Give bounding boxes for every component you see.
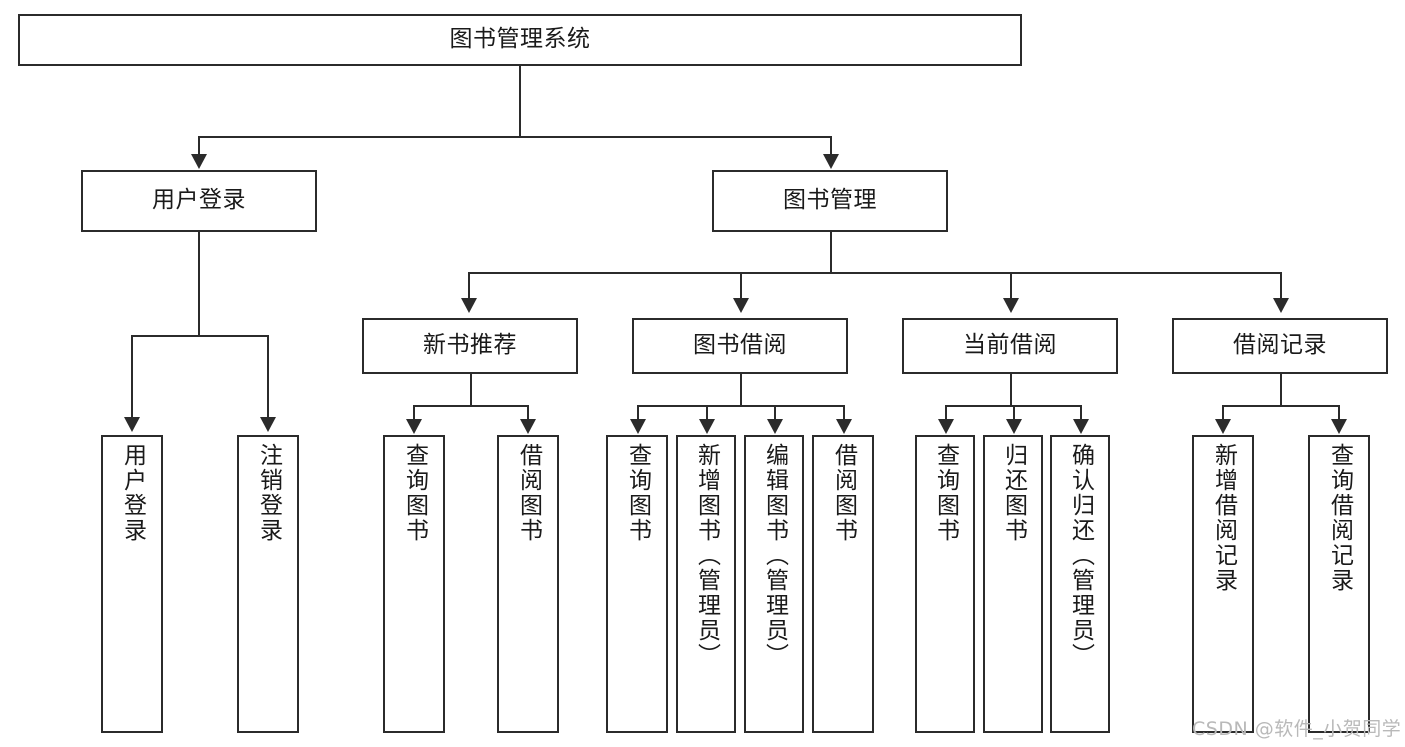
node-user-login[interactable]: 用户登录	[81, 170, 317, 232]
arrow-to-book-management	[823, 154, 839, 169]
watermark-text: CSDN @软件_小贺同学	[1192, 718, 1402, 740]
connector-to-new-book-recommend	[468, 272, 470, 298]
arrow-cb-child-2	[1006, 419, 1022, 434]
arrow-br-child-2	[1331, 419, 1347, 434]
node-label: 图书借阅	[693, 332, 787, 359]
arrow-to-borrow-record	[1273, 298, 1289, 313]
node-label: 查询借阅记录	[1326, 443, 1353, 593]
connector-nbr-child-1	[413, 405, 415, 419]
node-label: 用户登录	[119, 443, 146, 543]
arrow-nbr-child-1	[406, 419, 422, 434]
connector-cb-child-3	[1080, 405, 1082, 419]
node-label: 查询图书	[624, 443, 651, 543]
connector-new-book-recommend-stem	[470, 374, 472, 405]
connector-borrow-record-bus	[1222, 405, 1338, 407]
arrow-bb-child-1	[630, 419, 646, 434]
connector-root-stem	[519, 66, 521, 136]
node-leaf-br-add-record[interactable]: 新增借阅记录	[1192, 435, 1254, 733]
node-book-management[interactable]: 图书管理	[712, 170, 948, 232]
node-borrow-record[interactable]: 借阅记录	[1172, 318, 1388, 374]
connector-current-borrow-bus	[945, 405, 1080, 407]
connector-user-login-child-2	[267, 335, 269, 417]
node-leaf-cb-return-book[interactable]: 归还图书	[983, 435, 1043, 733]
node-leaf-logout[interactable]: 注销登录	[237, 435, 299, 733]
node-label: 借阅图书	[830, 443, 857, 543]
node-label: 确认归还（管理员）	[1067, 443, 1094, 668]
connector-to-borrow-record	[1280, 272, 1282, 298]
connector-bb-child-3	[774, 405, 776, 419]
node-leaf-bb-add-book-admin[interactable]: 新增图书（管理员）	[676, 435, 736, 733]
node-root-book-management-system[interactable]: 图书管理系统	[18, 14, 1022, 66]
node-label: 新增图书（管理员）	[693, 443, 720, 668]
node-leaf-cb-confirm-return-admin[interactable]: 确认归还（管理员）	[1050, 435, 1110, 733]
connector-book-borrow-stem	[740, 374, 742, 405]
connector-user-login-child-1	[131, 335, 133, 417]
node-label: 新增借阅记录	[1210, 443, 1237, 593]
connector-cb-child-2	[1013, 405, 1015, 419]
arrow-to-book-borrow	[733, 298, 749, 313]
node-label: 图书管理系统	[449, 26, 591, 53]
node-leaf-user-login[interactable]: 用户登录	[101, 435, 163, 733]
node-leaf-cb-query-book[interactable]: 查询图书	[915, 435, 975, 733]
connector-new-book-recommend-bus	[413, 405, 527, 407]
connector-cb-child-1	[945, 405, 947, 419]
arrow-bb-child-3	[767, 419, 783, 434]
connector-user-login-bus	[131, 335, 267, 337]
connector-to-user-login	[198, 136, 200, 154]
node-label: 图书管理	[783, 187, 877, 214]
connector-bb-child-4	[843, 405, 845, 419]
connector-to-current-borrow	[1010, 272, 1012, 298]
arrow-to-new-book-recommend	[461, 298, 477, 313]
arrow-bb-child-4	[836, 419, 852, 434]
arrow-to-current-borrow	[1003, 298, 1019, 313]
connector-borrow-record-stem	[1280, 374, 1282, 405]
node-leaf-nbr-borrow-book[interactable]: 借阅图书	[497, 435, 559, 733]
node-leaf-bb-query-book[interactable]: 查询图书	[606, 435, 668, 733]
node-label: 新书推荐	[423, 332, 517, 359]
arrow-bb-child-2	[699, 419, 715, 434]
arrow-cb-child-3	[1073, 419, 1089, 434]
node-leaf-bb-edit-book-admin[interactable]: 编辑图书（管理员）	[744, 435, 804, 733]
node-book-borrow[interactable]: 图书借阅	[632, 318, 848, 374]
connector-user-login-stem	[198, 232, 200, 335]
node-current-borrow[interactable]: 当前借阅	[902, 318, 1118, 374]
connector-bb-child-1	[637, 405, 639, 419]
node-label: 编辑图书（管理员）	[761, 443, 788, 668]
connector-br-child-2	[1338, 405, 1340, 419]
node-label: 查询图书	[932, 443, 959, 543]
connector-br-child-1	[1222, 405, 1224, 419]
connector-level2-bus	[198, 136, 830, 138]
node-label: 当前借阅	[963, 332, 1057, 359]
node-label: 借阅记录	[1233, 332, 1327, 359]
node-leaf-bb-borrow-book[interactable]: 借阅图书	[812, 435, 874, 733]
connector-current-borrow-stem	[1010, 374, 1012, 405]
connector-nbr-child-2	[527, 405, 529, 419]
node-leaf-nbr-query-book[interactable]: 查询图书	[383, 435, 445, 733]
node-label: 查询图书	[401, 443, 428, 543]
node-label: 注销登录	[255, 443, 282, 543]
node-label: 用户登录	[152, 187, 246, 214]
node-new-book-recommend[interactable]: 新书推荐	[362, 318, 578, 374]
connector-to-book-management	[830, 136, 832, 154]
arrow-user-login-child-2	[260, 417, 276, 432]
connector-book-management-stem	[830, 232, 832, 272]
arrow-br-child-1	[1215, 419, 1231, 434]
arrow-user-login-child-1	[124, 417, 140, 432]
arrow-nbr-child-2	[520, 419, 536, 434]
connector-level3-bus	[468, 272, 1282, 274]
node-label: 借阅图书	[515, 443, 542, 543]
arrow-cb-child-1	[938, 419, 954, 434]
arrow-to-user-login	[191, 154, 207, 169]
node-leaf-br-query-record[interactable]: 查询借阅记录	[1308, 435, 1370, 733]
connector-to-book-borrow	[740, 272, 742, 298]
node-label: 归还图书	[1000, 443, 1027, 543]
connector-book-borrow-bus	[637, 405, 843, 407]
connector-bb-child-2	[706, 405, 708, 419]
